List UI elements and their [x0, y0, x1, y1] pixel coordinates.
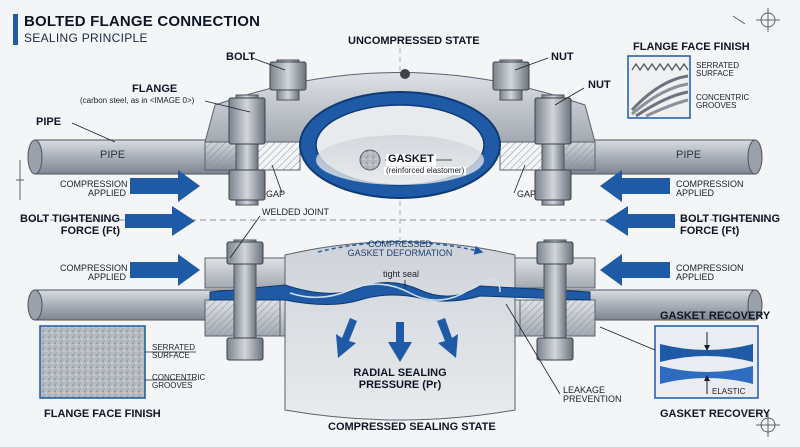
- label-radial-pressure: RADIAL SEALING PRESSURE (Pr): [353, 367, 447, 391]
- inset-recovery-title-bottom: GASKET RECOVERY: [660, 408, 771, 420]
- label-gasket-note: (reinforced elastomer): [384, 166, 467, 176]
- inset-bottom-serrated: SERRATED SURFACE: [152, 343, 195, 361]
- label-nut-top: NUT: [551, 51, 574, 63]
- page-subtitle: SEALING PRINCIPLE: [24, 31, 148, 45]
- leader-lines: [71, 57, 656, 395]
- bolt-top-right: [534, 94, 572, 206]
- inset-top-serrated: SERRATED SURFACE: [696, 61, 739, 79]
- label-bolt: BOLT: [226, 51, 256, 63]
- compressed-gasket: [209, 282, 591, 305]
- state-label-bottom: COMPRESSED SEALING STATE: [328, 421, 496, 433]
- radial-pressure-arrows: [336, 318, 458, 362]
- label-gasket: GASKET: [386, 153, 436, 166]
- inset-recovery-elastic: ELASTIC: [712, 387, 746, 397]
- inset-top-title: FLANGE FACE FINISH: [633, 41, 750, 53]
- label-pipe-left: PIPE: [100, 149, 126, 161]
- tight-seal-line: [289, 279, 501, 301]
- bolt-bottom-left: [226, 239, 264, 361]
- title-accent-bar: [13, 14, 18, 45]
- label-flange-note: (carbon steel, as in <IMAGE 0>): [80, 96, 195, 105]
- bolt-top-left: [228, 94, 266, 206]
- label-tight-seal: tight seal: [383, 269, 420, 279]
- pipe-right-top-end: [747, 139, 763, 175]
- label-nut-right: NUT: [588, 79, 611, 91]
- force-arrow-right: [605, 206, 675, 236]
- bolt-top-right2: [492, 59, 530, 101]
- label-compression-left-bottom: COMPRESSION APPLIED: [60, 263, 128, 283]
- label-compression-left-top: COMPRESSION APPLIED: [60, 179, 128, 199]
- label-gap-right: GAP: [517, 189, 537, 199]
- pipe-left-top-end: [27, 139, 43, 175]
- label-gap-left: GAP: [266, 189, 286, 199]
- gasket-material-swatch: [359, 149, 381, 171]
- label-welded-joint: WELDED JOINT: [262, 207, 330, 217]
- corner-marks: [16, 8, 780, 437]
- inset-top-grooves: CONCENTRIC GROOVES: [696, 93, 750, 111]
- label-flange: FLANGE: [132, 83, 178, 95]
- label-pipe-right: PIPE: [676, 149, 702, 161]
- compression-arrow-right-bottom: [600, 254, 670, 286]
- force-arrow-left: [125, 206, 195, 236]
- inset-flange-face-bottom: [39, 325, 146, 399]
- compression-arrow-right-top: [600, 170, 670, 202]
- label-force-left: BOLT TIGHTENING FORCE (Ft): [20, 213, 121, 237]
- compression-arrow-left-top: [130, 170, 200, 202]
- label-pipe-callout: PIPE: [36, 116, 62, 128]
- label-leakage-prevention: LEAKAGE PREVENTION: [563, 385, 622, 405]
- inset-recovery-title-top: GASKET RECOVERY: [660, 310, 771, 322]
- label-force-right: BOLT TIGHTENING FORCE (Ft): [680, 213, 781, 237]
- label-compression-right-top: COMPRESSION APPLIED: [676, 179, 744, 199]
- inset-bottom-grooves: CONCENTRIC GROOVES: [152, 373, 206, 391]
- compression-arrow-left-bottom: [130, 254, 200, 286]
- state-label-top: UNCOMPRESSED STATE: [348, 35, 480, 47]
- label-compressed-deformation: COMPRESSED GASKET DEFORMATION: [347, 239, 453, 259]
- page-title: BOLTED FLANGE CONNECTION: [24, 13, 261, 30]
- bolt-top-left2: [269, 59, 307, 101]
- inset-bottom-title: FLANGE FACE FINISH: [44, 408, 161, 420]
- flange-bolt-hole: [400, 69, 410, 79]
- label-compression-right-bottom: COMPRESSION APPLIED: [676, 263, 744, 283]
- bolt-bottom-right: [536, 239, 574, 361]
